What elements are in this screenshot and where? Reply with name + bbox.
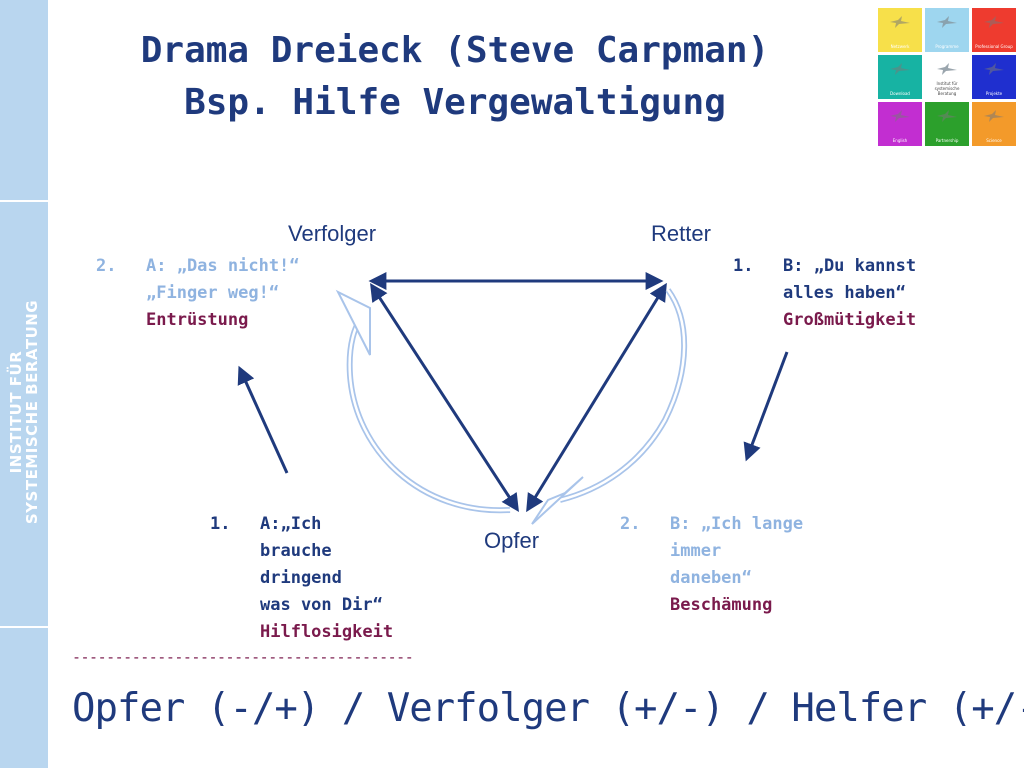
sidebar-strip: INSTITUT FÜR SYSTEMISCHE BERATUNG xyxy=(0,0,48,768)
logo-tile-caption: Netzwerk xyxy=(890,44,910,49)
sidebar-divider xyxy=(0,626,48,628)
note-line: „Finger weg!“ xyxy=(146,283,280,303)
slide-title: Drama Dreieck (Steve Carpman) xyxy=(140,30,770,71)
node-retter-label: Retter xyxy=(651,221,711,246)
sidebar-divider xyxy=(0,200,48,202)
curved-arrow-retter-to-opfer xyxy=(559,288,688,503)
bird-icon xyxy=(890,16,910,28)
note-line: alles haben“ xyxy=(783,283,906,303)
note-line: brauche xyxy=(260,541,332,561)
note-feeling: Entrüstung xyxy=(146,310,249,330)
note-feeling: Großmütigkeit xyxy=(783,310,917,330)
curved-arrow-head-right xyxy=(531,476,584,525)
logo-tile-caption: Institut für systemische Beratung xyxy=(934,81,960,96)
logo-tile: Programme xyxy=(925,8,969,52)
edge-verfolger-opfer xyxy=(370,282,519,513)
note-line: A:„Ich xyxy=(260,514,322,534)
note-number: 1. xyxy=(733,256,754,276)
note-line: daneben“ xyxy=(670,568,752,588)
node-opfer-label: Opfer xyxy=(484,528,540,553)
note-number: 1. xyxy=(210,514,231,534)
bird-icon xyxy=(890,63,910,75)
bird-icon xyxy=(937,110,957,122)
note-number: 2. xyxy=(96,256,117,276)
note-line: B: „Du kannst xyxy=(783,256,917,276)
logo-tile: Institut für systemische Beratung xyxy=(925,55,969,99)
logo-tile-caption: Science xyxy=(986,138,1002,143)
bird-icon xyxy=(937,16,957,28)
logo-tile-caption: English xyxy=(892,138,908,143)
bird-icon xyxy=(984,63,1004,75)
edge-retter-opfer xyxy=(526,282,667,513)
bird-icon xyxy=(984,110,1004,122)
note-feeling: Hilflosigkeit xyxy=(260,622,394,642)
logo-tile-caption: Programme xyxy=(935,44,959,49)
bird-icon xyxy=(890,110,910,122)
note-line: dringend xyxy=(260,568,342,588)
note-line: was von Dir“ xyxy=(260,595,383,615)
note-line: immer xyxy=(670,541,722,561)
logo-tile-caption: Partnership xyxy=(935,138,959,143)
logo-tile-caption: Projekte xyxy=(985,91,1003,96)
note-number: 2. xyxy=(620,514,641,534)
logo-tile: Download xyxy=(878,55,922,99)
logo-tile-caption: Download xyxy=(890,91,910,96)
note-line: B: „Ich lange xyxy=(670,514,804,534)
dashed-divider: ---------------------------------------- xyxy=(72,648,414,666)
curved-arrow-head-left xyxy=(335,289,371,356)
logo-tile: Partnership xyxy=(925,102,969,146)
logo-tile: Netzwerk xyxy=(878,8,922,52)
bird-icon xyxy=(984,16,1004,28)
logo-tile: Science xyxy=(972,102,1016,146)
note-line: A: „Das nicht!“ xyxy=(146,256,300,276)
bird-icon xyxy=(937,63,957,75)
summary-line: Opfer (-/+) / Verfolger (+/-) / Helfer (… xyxy=(72,686,1024,731)
curved-arrow-retter-to-opfer xyxy=(559,289,686,502)
curved-arrow-opfer-to-verfolger xyxy=(346,315,511,514)
arrow-a1-to-a2 xyxy=(237,365,289,474)
logo-tile: English xyxy=(878,102,922,146)
logo-tile: Projekte xyxy=(972,55,1016,99)
arrow-b1-to-b2 xyxy=(743,351,789,462)
curved-arrow-opfer-to-verfolger xyxy=(348,317,511,512)
slide-subtitle: Bsp. Hilfe Vergewaltigung xyxy=(184,82,726,123)
logo-tile-caption: Professional Group xyxy=(975,44,1013,49)
logo-tile: Professional Group xyxy=(972,8,1016,52)
node-verfolger-label: Verfolger xyxy=(288,221,377,246)
note-feeling: Beschämung xyxy=(670,595,773,615)
